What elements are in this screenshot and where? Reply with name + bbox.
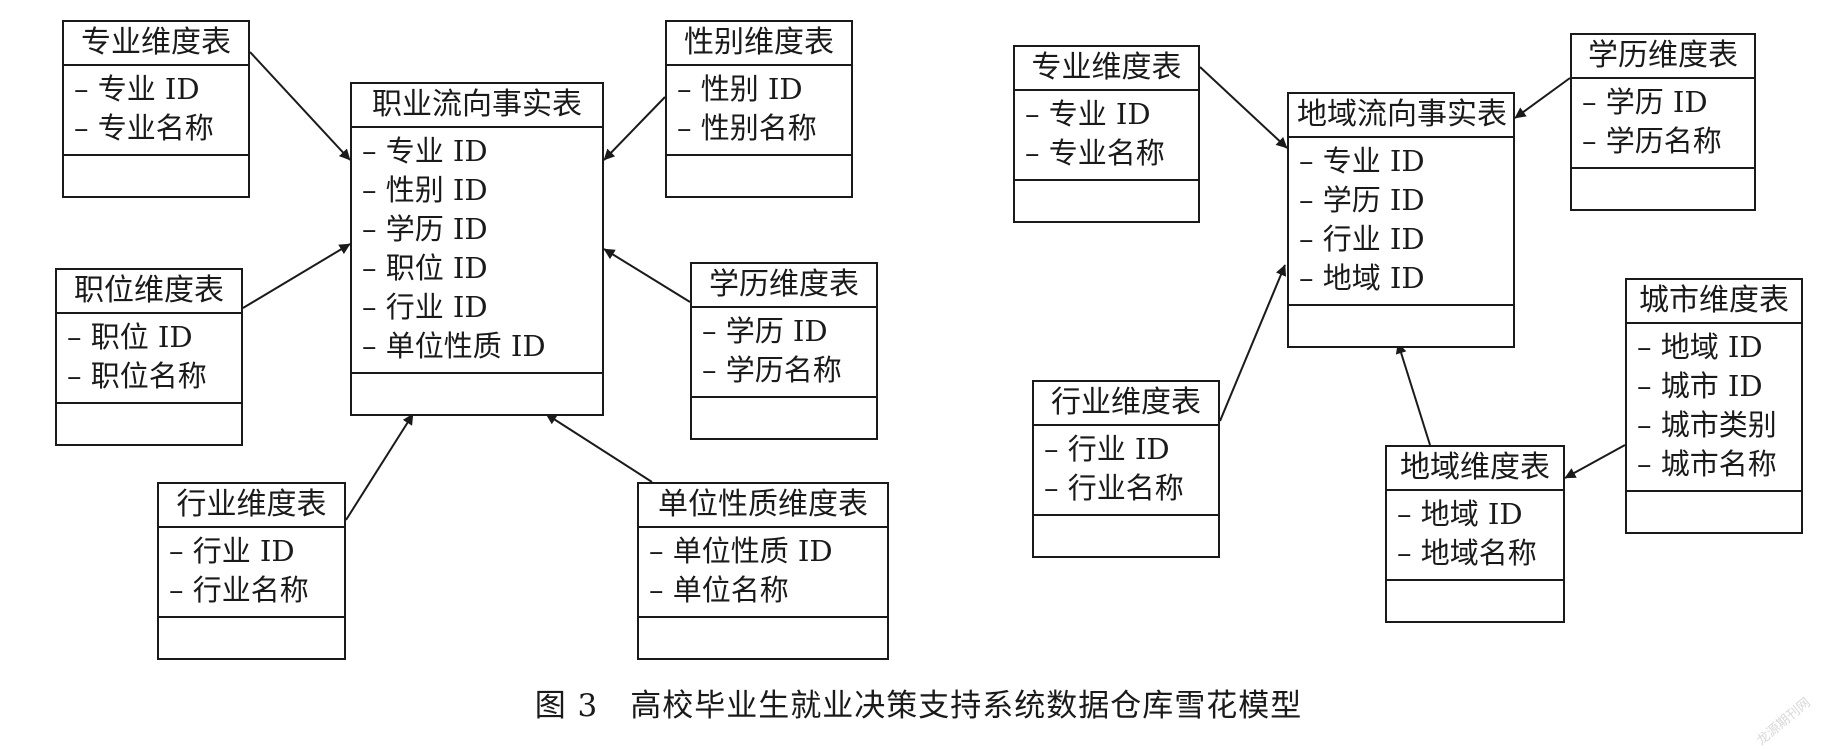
field-education-id: – 学历 ID bbox=[362, 212, 488, 246]
field-gender-id: – 性别 ID bbox=[677, 72, 803, 106]
job-flow-fact-table: 职业流向事实表 – 专业 ID – 性别 ID – 学历 ID – 职位 ID … bbox=[350, 82, 604, 416]
region-dimension-table: 地域维度表 – 地域 ID – 地域名称 bbox=[1385, 445, 1565, 623]
field-education-name: – 学历名称 bbox=[702, 353, 842, 387]
arrow-gender-to-job-fact bbox=[603, 96, 666, 161]
table-empty-section bbox=[1015, 181, 1198, 221]
table-fields: – 专业 ID – 学历 ID – 行业 ID – 地域 ID bbox=[1289, 138, 1513, 306]
table-fields: – 行业 ID – 行业名称 bbox=[159, 528, 344, 618]
unit-nature-dimension-table: 单位性质维度表 – 单位性质 ID – 单位名称 bbox=[637, 482, 889, 660]
field-gender-name: – 性别名称 bbox=[677, 111, 817, 145]
field-education-id: – 学历 ID bbox=[1299, 183, 1425, 217]
industry-dimension-table-left: 行业维度表 – 行业 ID – 行业名称 bbox=[157, 482, 346, 660]
table-fields: – 学历 ID – 学历名称 bbox=[1572, 79, 1754, 169]
table-title: 行业维度表 bbox=[159, 484, 344, 528]
field-major-name: – 专业名称 bbox=[1025, 136, 1165, 170]
field-gender-id: – 性别 ID bbox=[362, 173, 488, 207]
table-fields: – 专业 ID – 专业名称 bbox=[64, 66, 248, 156]
table-fields: – 专业 ID – 专业名称 bbox=[1015, 91, 1198, 181]
table-fields: – 单位性质 ID – 单位名称 bbox=[639, 528, 887, 618]
field-region-id: – 地域 ID bbox=[1637, 330, 1763, 364]
major-dimension-table-left: 专业维度表 – 专业 ID – 专业名称 bbox=[62, 20, 250, 198]
arrow-education-to-job-fact bbox=[603, 248, 691, 303]
table-title: 专业维度表 bbox=[1015, 47, 1198, 91]
table-empty-section bbox=[1572, 169, 1754, 209]
field-industry-id: – 行业 ID bbox=[169, 534, 295, 568]
table-title: 专业维度表 bbox=[64, 22, 248, 66]
gender-dimension-table: 性别维度表 – 性别 ID – 性别名称 bbox=[665, 20, 853, 198]
table-title: 学历维度表 bbox=[1572, 35, 1754, 79]
arrow-position-to-job-fact bbox=[242, 243, 351, 309]
table-title: 职业流向事实表 bbox=[352, 84, 602, 128]
table-title: 地域流向事实表 bbox=[1289, 94, 1513, 138]
table-empty-section bbox=[352, 374, 602, 414]
table-empty-section bbox=[64, 156, 248, 196]
education-dimension-table-right: 学历维度表 – 学历 ID – 学历名称 bbox=[1570, 33, 1756, 211]
field-industry-id: – 行业 ID bbox=[362, 290, 488, 324]
arrow-industry-to-region-fact bbox=[1219, 264, 1287, 422]
field-city-category: – 城市类别 bbox=[1637, 408, 1777, 442]
arrow-major-to-region-fact bbox=[1199, 66, 1288, 149]
field-city-name: – 城市名称 bbox=[1637, 447, 1777, 481]
table-title: 单位性质维度表 bbox=[639, 484, 887, 528]
field-education-id: – 学历 ID bbox=[702, 314, 828, 348]
arrow-major-to-job-fact bbox=[249, 51, 351, 161]
arrow-region-to-region-fact bbox=[1395, 342, 1431, 446]
industry-dimension-table-right: 行业维度表 – 行业 ID – 行业名称 bbox=[1032, 380, 1220, 558]
table-title: 行业维度表 bbox=[1034, 382, 1218, 426]
table-empty-section bbox=[1034, 516, 1218, 556]
field-industry-name: – 行业名称 bbox=[169, 573, 309, 607]
table-fields: – 地域 ID – 地域名称 bbox=[1387, 491, 1563, 581]
table-empty-section bbox=[639, 618, 887, 658]
table-fields: – 学历 ID – 学历名称 bbox=[692, 308, 876, 398]
arrow-city-to-region bbox=[1564, 444, 1626, 479]
figure-caption: 图 3 高校毕业生就业决策支持系统数据仓库雪花模型 bbox=[534, 688, 1303, 724]
table-fields: – 专业 ID – 性别 ID – 学历 ID – 职位 ID – 行业 ID … bbox=[352, 128, 602, 374]
arrow-unit-nature-to-job-fact bbox=[545, 413, 653, 483]
table-fields: – 地域 ID – 城市 ID – 城市类别 – 城市名称 bbox=[1627, 324, 1801, 492]
field-major-id: – 专业 ID bbox=[362, 134, 488, 168]
field-region-id: – 地域 ID bbox=[1397, 497, 1523, 531]
table-title: 职位维度表 bbox=[57, 270, 241, 314]
arrow-education-to-region-fact bbox=[1514, 77, 1571, 119]
major-dimension-table-right: 专业维度表 – 专业 ID – 专业名称 bbox=[1013, 45, 1200, 223]
region-flow-fact-table: 地域流向事实表 – 专业 ID – 学历 ID – 行业 ID – 地域 ID bbox=[1287, 92, 1515, 348]
field-industry-name: – 行业名称 bbox=[1044, 471, 1184, 505]
table-empty-section bbox=[1289, 306, 1513, 346]
field-unit-nature-id: – 单位性质 ID bbox=[649, 534, 833, 568]
field-education-name: – 学历名称 bbox=[1582, 124, 1722, 158]
table-title: 学历维度表 bbox=[692, 264, 876, 308]
table-empty-section bbox=[159, 618, 344, 658]
arrow-industry-to-job-fact bbox=[345, 413, 414, 521]
table-empty-section bbox=[1387, 581, 1563, 621]
position-dimension-table: 职位维度表 – 职位 ID – 职位名称 bbox=[55, 268, 243, 446]
field-major-id: – 专业 ID bbox=[1025, 97, 1151, 131]
field-city-id: – 城市 ID bbox=[1637, 369, 1763, 403]
field-industry-id: – 行业 ID bbox=[1044, 432, 1170, 466]
table-title: 地域维度表 bbox=[1387, 447, 1563, 491]
field-major-id: – 专业 ID bbox=[1299, 144, 1425, 178]
field-unit-name: – 单位名称 bbox=[649, 573, 789, 607]
table-fields: – 性别 ID – 性别名称 bbox=[667, 66, 851, 156]
field-unit-nature-id: – 单位性质 ID bbox=[362, 329, 546, 363]
field-major-id: – 专业 ID bbox=[74, 72, 200, 106]
field-position-name: – 职位名称 bbox=[67, 359, 207, 393]
field-position-id: – 职位 ID bbox=[362, 251, 488, 285]
table-empty-section bbox=[1627, 492, 1801, 532]
field-major-name: – 专业名称 bbox=[74, 111, 214, 145]
table-title: 城市维度表 bbox=[1627, 280, 1801, 324]
table-empty-section bbox=[57, 404, 241, 444]
table-empty-section bbox=[667, 156, 851, 196]
table-fields: – 行业 ID – 行业名称 bbox=[1034, 426, 1218, 516]
education-dimension-table-left: 学历维度表 – 学历 ID – 学历名称 bbox=[690, 262, 878, 440]
table-fields: – 职位 ID – 职位名称 bbox=[57, 314, 241, 404]
field-position-id: – 职位 ID bbox=[67, 320, 193, 354]
field-industry-id: – 行业 ID bbox=[1299, 222, 1425, 256]
field-region-id: – 地域 ID bbox=[1299, 261, 1425, 295]
table-empty-section bbox=[692, 398, 876, 438]
table-title: 性别维度表 bbox=[667, 22, 851, 66]
field-education-id: – 学历 ID bbox=[1582, 85, 1708, 119]
city-dimension-table: 城市维度表 – 地域 ID – 城市 ID – 城市类别 – 城市名称 bbox=[1625, 278, 1803, 534]
field-region-name: – 地域名称 bbox=[1397, 536, 1537, 570]
